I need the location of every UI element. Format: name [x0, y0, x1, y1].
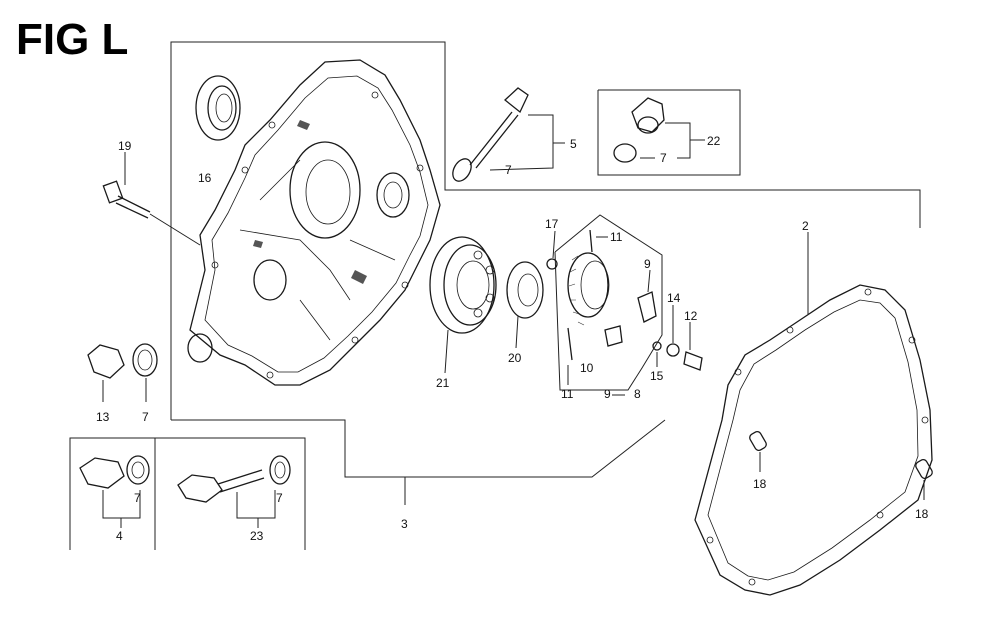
bracket-frame-lower — [171, 419, 666, 478]
callout-18-right: 18 — [915, 507, 929, 521]
callout-15: 15 — [650, 369, 664, 383]
callout-9-top: 9 — [644, 257, 651, 271]
callout-14: 14 — [667, 291, 681, 305]
callout-9-bottom: 9 — [604, 387, 611, 401]
callout-18-left: 18 — [753, 477, 767, 491]
ball-bearing-part — [429, 236, 497, 374]
small-bearing-part — [506, 261, 544, 349]
oil-level-dipstick-part — [452, 87, 565, 182]
figure-title: FIG L — [16, 15, 129, 64]
callout-11-top: 11 — [610, 230, 623, 244]
callout-7-filler: 7 — [134, 491, 141, 505]
callout-16: 16 — [198, 171, 212, 185]
callout-7-dipstick: 7 — [505, 163, 512, 177]
callout-22: 22 — [707, 134, 721, 148]
bracket-frame-main — [170, 41, 921, 420]
callout-3: 3 — [401, 517, 408, 531]
group-bracket-lines — [69, 41, 921, 550]
oil-seal-part — [195, 75, 241, 141]
callout-23: 23 — [250, 529, 264, 543]
flange-bolt-part — [102, 152, 201, 246]
dowel-pin-part — [749, 431, 933, 500]
callout-7-plug: 7 — [142, 410, 149, 424]
callout-2: 2 — [802, 219, 809, 233]
drain-plug-part-22 — [613, 97, 705, 163]
callout-21: 21 — [436, 376, 450, 390]
callout-7-drain: 7 — [660, 151, 667, 165]
crankcase-cover-part — [189, 59, 441, 386]
oil-filler-cap-part-4 — [79, 455, 150, 528]
callout-10: 10 — [580, 361, 594, 375]
callout-7-dipstick-23: 7 — [276, 491, 283, 505]
callout-20: 20 — [508, 351, 522, 365]
oil-dipstick-part-23 — [177, 455, 291, 528]
callout-11-bottom: 11 — [561, 387, 574, 401]
callout-5: 5 — [570, 137, 577, 151]
cover-gasket-part — [694, 232, 933, 596]
callout-19: 19 — [118, 139, 132, 153]
callout-4: 4 — [116, 529, 123, 543]
governor-assembly-part — [546, 214, 703, 396]
callout-13: 13 — [96, 410, 110, 424]
bracket-box-4 — [69, 437, 156, 550]
callout-12: 12 — [684, 309, 698, 323]
plug-bolt-part-13 — [87, 333, 213, 402]
bracket-box-23 — [155, 437, 306, 550]
callout-17: 17 — [545, 217, 559, 231]
callout-labels: 19 16 5 7 22 7 17 11 9 14 12 2 10 15 11 … — [96, 134, 929, 543]
callout-8: 8 — [634, 387, 641, 401]
bracket-box-22 — [597, 89, 741, 176]
